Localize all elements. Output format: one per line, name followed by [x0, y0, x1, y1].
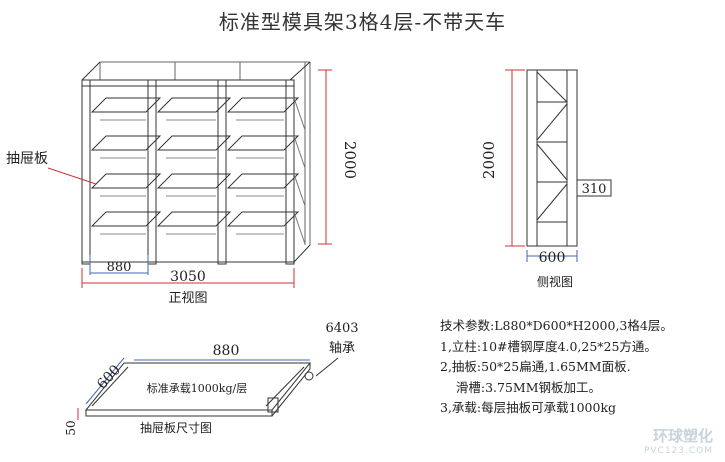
bearing-part-number: 6403	[325, 321, 358, 336]
drawer-thickness-label: 50	[64, 420, 78, 435]
side-view-dimensions	[505, 69, 578, 262]
upright-1	[81, 79, 91, 265]
side-height-label: 2000	[480, 141, 498, 179]
bay-width-label: 880	[107, 260, 132, 275]
side-depth-label: 600	[539, 250, 566, 266]
watermark: 环球塑化 PVC123.COM	[644, 425, 713, 456]
front-view-back-frame	[99, 61, 311, 245]
bearing-icon	[304, 371, 314, 381]
spec-line: 技术参数:L880*D600*H2000,3格4层。	[440, 318, 673, 333]
front-view-caption: 正视图	[168, 291, 207, 306]
side-upright-right	[566, 69, 578, 247]
spec-list: 技术参数:L880*D600*H2000,3格4层。 1,立柱:10#槽钢厚度4…	[440, 316, 673, 419]
spec-line: 滑槽:3.75MM钢板加工。	[440, 379, 602, 395]
spec-line: 1,立柱:10#槽钢厚度4.0,25*25方通。	[440, 338, 657, 354]
side-bracing	[293, 97, 306, 245]
drawer-depth-dim-line	[85, 357, 125, 405]
total-width-label: 3050	[170, 269, 206, 285]
side-extension-label: 310	[582, 182, 607, 197]
bearing-leader	[315, 357, 339, 377]
drawer-plate	[84, 362, 314, 417]
side-upright-left	[526, 69, 538, 247]
watermark-en: PVC123.COM	[643, 446, 713, 456]
watermark-cn: 环球塑化	[652, 427, 713, 445]
front-height-label: 2000	[341, 141, 359, 179]
upright-2	[147, 79, 157, 265]
page-title: 标准型模具架3格4层-不带天车	[218, 10, 507, 34]
drawer-load-note: 标准承载1000kg/层	[147, 381, 247, 395]
upright-3	[217, 79, 227, 265]
drawer-dimensions	[77, 357, 339, 420]
shelves-bay-2	[156, 97, 232, 227]
callout-leader	[47, 167, 97, 185]
bearing-mark	[267, 397, 279, 413]
callout-drawer-label: 抽屉板	[6, 151, 48, 167]
drawer-view-caption: 抽屉板尺寸图	[140, 421, 212, 435]
side-view-caption: 侧视图	[537, 274, 573, 289]
shelves-bay-1	[90, 97, 162, 227]
spec-line: 3,承载:每层抽板可承载1000kg	[440, 400, 617, 415]
front-view	[81, 61, 311, 265]
spec-line: 2,抽板:50*25扁通,1.65MM面板.	[440, 359, 631, 374]
side-drawer-extended	[576, 179, 612, 197]
side-view	[526, 69, 612, 247]
shelves-bay-3	[226, 97, 300, 227]
upright-4	[285, 79, 295, 265]
shelf-rails	[100, 119, 284, 235]
drawer-width-label: 880	[213, 343, 240, 359]
bearing-label: 轴承	[329, 341, 355, 356]
drawer-plate-front-edge	[85, 410, 273, 417]
front-view-dimensions	[47, 69, 332, 288]
